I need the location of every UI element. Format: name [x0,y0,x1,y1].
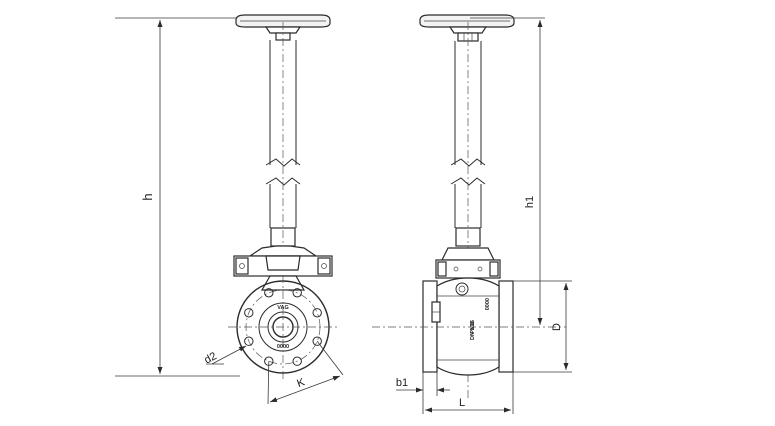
label-D: D [551,323,563,331]
label-h: h [140,193,155,200]
label-d2: d2 [202,350,218,366]
dimension-b1: b1 [396,372,450,396]
label-b1: b1 [396,377,408,389]
dimension-D: D [513,280,572,373]
side-marking-plate: 0000 [485,298,491,310]
dimension-K: K [267,340,344,405]
dimension-d2: d2 [202,345,247,367]
label-K: K [295,376,307,390]
flange-front: VAG 0000 [228,275,338,382]
front-view: h [115,14,344,405]
dimension-L: L [422,372,514,414]
handwheel-front [235,14,331,41]
bonnet-front [233,245,333,291]
dimension-h1: h1 [470,17,545,325]
front-marking-valve-id: VAG [277,305,289,311]
label-L: L [459,397,465,409]
handwheel-side [419,14,515,42]
body-side: DN 100 PN16 0000 [372,277,566,376]
dimension-h: h [115,17,273,377]
front-marking-plate: 0000 [277,344,289,350]
stem-front [265,22,301,255]
bonnet-side [435,247,501,279]
side-marking-size: DN 100 [470,321,476,340]
side-view: DN 100 PN16 0000 h1 D b1 [372,14,572,414]
label-h1: h1 [524,196,536,208]
